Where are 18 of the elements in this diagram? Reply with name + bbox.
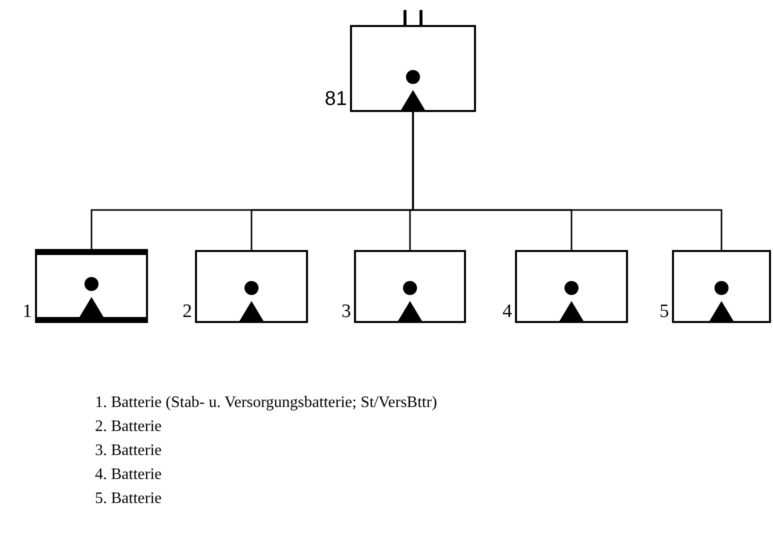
unit-description: 3. Batterie	[95, 441, 163, 461]
unit-number: 4	[502, 302, 512, 321]
unit-box	[35, 249, 148, 323]
unit-description: 4. Batterie	[95, 465, 163, 485]
org-connector	[412, 112, 722, 250]
unit-number: 81	[324, 89, 347, 109]
unit-box	[515, 250, 628, 323]
unit-box	[195, 250, 308, 323]
unit-number: 2	[182, 302, 192, 321]
unit-description: 2. Batterie	[95, 417, 163, 437]
unit-number: 5	[660, 302, 669, 321]
unit-description: 1. Batterie (Stab- u. Versorgungsbatterie; St/VersBttr)	[95, 393, 438, 413]
unit-number: 3	[342, 302, 351, 321]
unit-box	[672, 250, 771, 323]
unit-box	[354, 250, 466, 323]
unit-description: 5. Batterie	[95, 489, 163, 509]
unit-number: 1	[22, 302, 32, 321]
unit-box	[350, 25, 476, 112]
